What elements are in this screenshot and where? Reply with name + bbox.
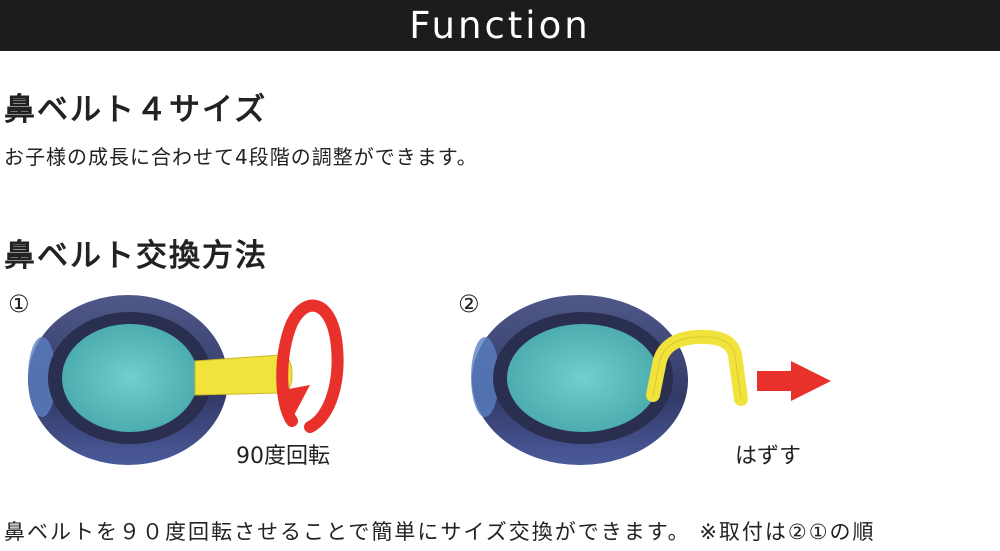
step-2-illustration: [471, 295, 831, 465]
header-title: Function: [409, 4, 591, 47]
step-1-number: ①: [8, 290, 30, 318]
goggle-lens: [507, 324, 659, 432]
section-heading-nose-belt-sizes: 鼻ベルト４サイズ: [4, 92, 268, 128]
section-heading-belt-exchange: 鼻ベルト交換方法: [4, 238, 268, 274]
step-1-illustration: [28, 295, 344, 465]
step-2-caption: はずす: [735, 444, 802, 469]
header-bar: Function: [0, 0, 1000, 51]
goggle-lens: [62, 324, 198, 432]
footer-note: 鼻ベルトを９０度回転させることで簡単にサイズ交換ができます。 ※取付は②①の順: [4, 520, 876, 544]
remove-arrow-icon: [757, 361, 831, 401]
step-2-number: ②: [458, 290, 480, 318]
rotate-arrow-icon: [276, 299, 344, 433]
step-1-caption: 90度回転: [236, 444, 330, 469]
section-description: お子様の成長に合わせて4段階の調整ができます。: [4, 145, 478, 169]
